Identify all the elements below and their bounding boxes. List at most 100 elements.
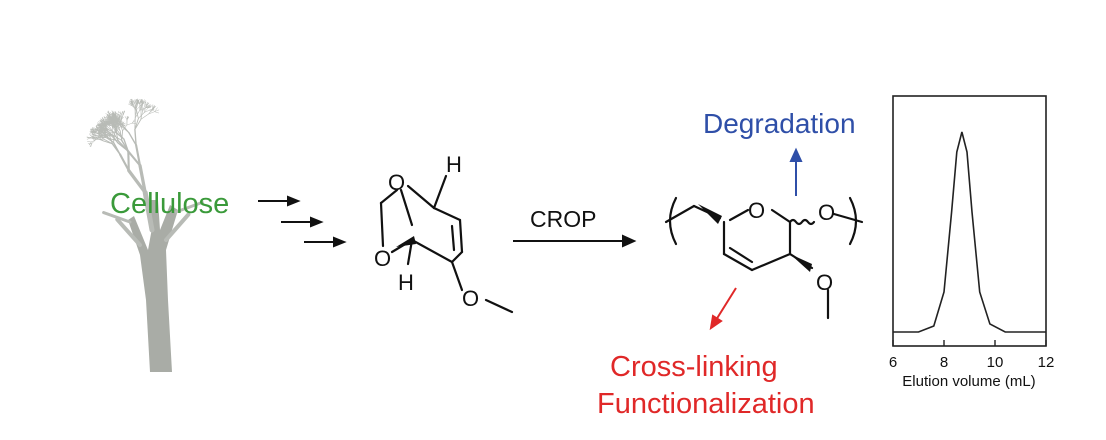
tree-branch — [112, 121, 116, 127]
tree-branch — [113, 127, 118, 134]
tree-branch — [99, 120, 105, 122]
tree-branch — [96, 122, 101, 125]
tree-branch — [91, 133, 96, 136]
tree-branch — [104, 124, 106, 130]
tree-branch — [149, 109, 155, 111]
tree-branch — [105, 115, 110, 119]
tree-branch — [131, 98, 134, 105]
tree-branch — [117, 125, 123, 129]
tree-branch — [92, 136, 98, 139]
tree-branch — [148, 111, 155, 115]
tree-branch — [126, 149, 142, 167]
tree-branch — [97, 125, 101, 129]
tree-branch — [100, 119, 103, 125]
tree-branch — [115, 132, 125, 140]
cellulose-label: Cellulose — [110, 188, 229, 220]
polymer-o-methoxy: O — [816, 270, 833, 295]
tree-branch — [111, 134, 119, 144]
tree-branch — [121, 130, 124, 141]
tree-branch — [96, 125, 98, 130]
tree-branch — [93, 134, 98, 139]
tree-branch — [131, 120, 136, 124]
tree-branch — [174, 200, 204, 214]
functionalization-label: Functionalization — [597, 388, 815, 420]
tree-branch — [107, 112, 112, 116]
tree-branch — [111, 143, 121, 156]
tree-branch — [135, 109, 139, 119]
tree-branch — [112, 112, 116, 116]
tree-branch — [137, 98, 140, 104]
tree-branch — [104, 120, 106, 125]
tree-branch — [122, 124, 130, 134]
tree-branch — [104, 120, 109, 124]
tree-branch — [135, 103, 138, 111]
tree-branch — [107, 122, 113, 127]
tree-branch — [116, 119, 119, 124]
tree-branch — [104, 128, 111, 131]
tree-branch — [132, 104, 137, 111]
tree-branch — [117, 118, 120, 123]
monomer-wedge — [396, 236, 416, 247]
tree-branch — [113, 121, 116, 127]
tree-branch — [97, 133, 104, 140]
tree-branch — [139, 103, 143, 107]
tree-branch — [124, 116, 128, 121]
tree-branch — [92, 135, 97, 138]
tree-branch — [144, 107, 149, 113]
tree-branch — [91, 139, 97, 143]
tree-branch — [119, 111, 122, 115]
tree-branch — [140, 113, 149, 120]
tree-branch — [119, 120, 121, 125]
tree-branch — [116, 124, 121, 128]
tree-branch — [102, 140, 113, 145]
tree-branch — [100, 133, 107, 137]
tree-branch — [139, 107, 147, 111]
crosslinking-arrow — [709, 287, 737, 331]
crop-label: CROP — [530, 206, 596, 232]
cellulose-arrows — [258, 195, 347, 248]
tree-branch — [144, 109, 150, 113]
tree-branch — [99, 124, 101, 129]
tree-branch — [90, 143, 93, 148]
tree-branch — [105, 126, 111, 131]
tree-branch — [126, 122, 133, 126]
tree-branch — [94, 133, 98, 139]
tree-branch — [104, 129, 107, 137]
tree-branch — [134, 117, 139, 130]
tree-branch — [164, 212, 191, 242]
polymer-wedge-right — [790, 254, 812, 272]
tree-branch — [114, 121, 116, 127]
tree-branch — [120, 117, 124, 120]
tree-branch — [112, 119, 115, 123]
monomer-h-top: H — [446, 152, 462, 177]
tree-branch — [116, 141, 129, 152]
monomer-o-bridge: O — [388, 170, 405, 195]
tree-branch — [113, 133, 115, 144]
tree-branch — [152, 104, 155, 110]
tree-branch — [104, 117, 110, 119]
tree-branch — [121, 111, 123, 115]
tree-branch — [135, 106, 141, 111]
tree-branch — [120, 122, 124, 125]
tree-branch — [154, 109, 160, 112]
tree-branch — [142, 100, 146, 105]
tree-branch — [90, 137, 97, 140]
tree-branch — [107, 132, 115, 137]
chart-xtick-label: 6 — [889, 354, 897, 371]
tree-branch — [154, 107, 158, 112]
degradation-arrow — [789, 147, 803, 196]
tree-branch — [138, 163, 147, 195]
chart-xlabel: Elution volume (mL) — [902, 373, 1035, 390]
tree-branch — [97, 129, 101, 135]
tree-branch — [98, 130, 103, 133]
tree-branch — [137, 100, 141, 105]
tree-branch — [139, 99, 141, 105]
tree-branch — [152, 106, 157, 110]
tree-branch — [130, 100, 133, 106]
tree-branch — [103, 125, 107, 128]
tree-branch — [134, 128, 137, 146]
crop-arrow — [513, 234, 637, 248]
degradation-label: Degradation — [703, 108, 856, 139]
tree-branch — [127, 150, 130, 172]
